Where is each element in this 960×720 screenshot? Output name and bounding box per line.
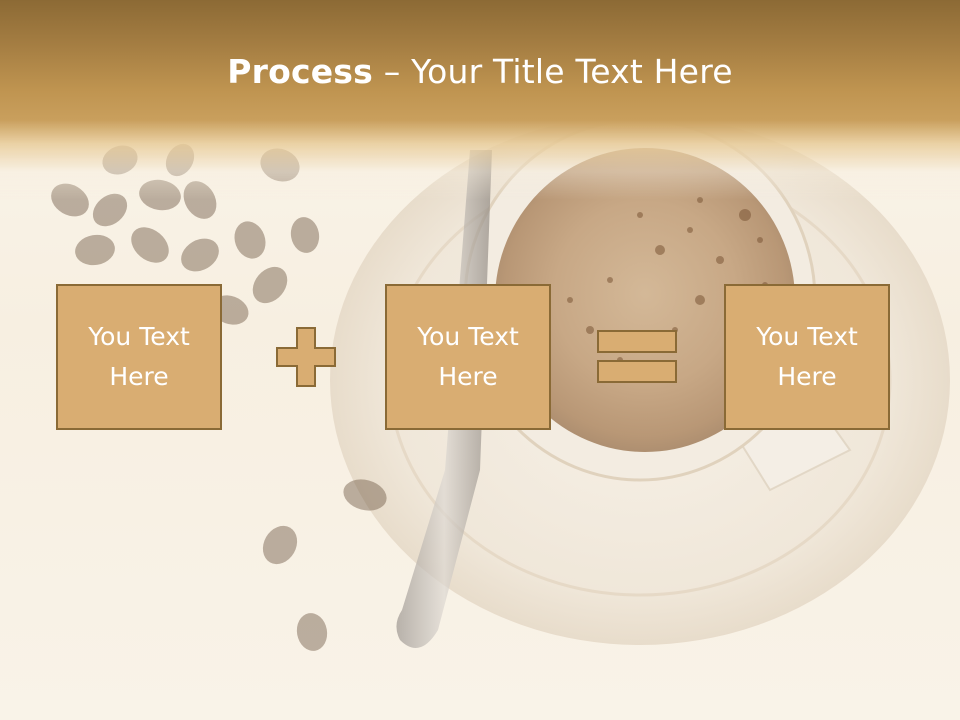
title-separator: – [373,52,412,91]
title-rest: Your Title Text Here [411,52,733,91]
plus-icon [276,327,336,387]
title-bold: Process [227,52,373,91]
spoon [396,150,492,648]
equals-icon [597,330,677,383]
slide-title: Process – Your Title Text Here [0,52,960,91]
header-band [0,0,960,200]
coffee-crema [495,148,795,452]
